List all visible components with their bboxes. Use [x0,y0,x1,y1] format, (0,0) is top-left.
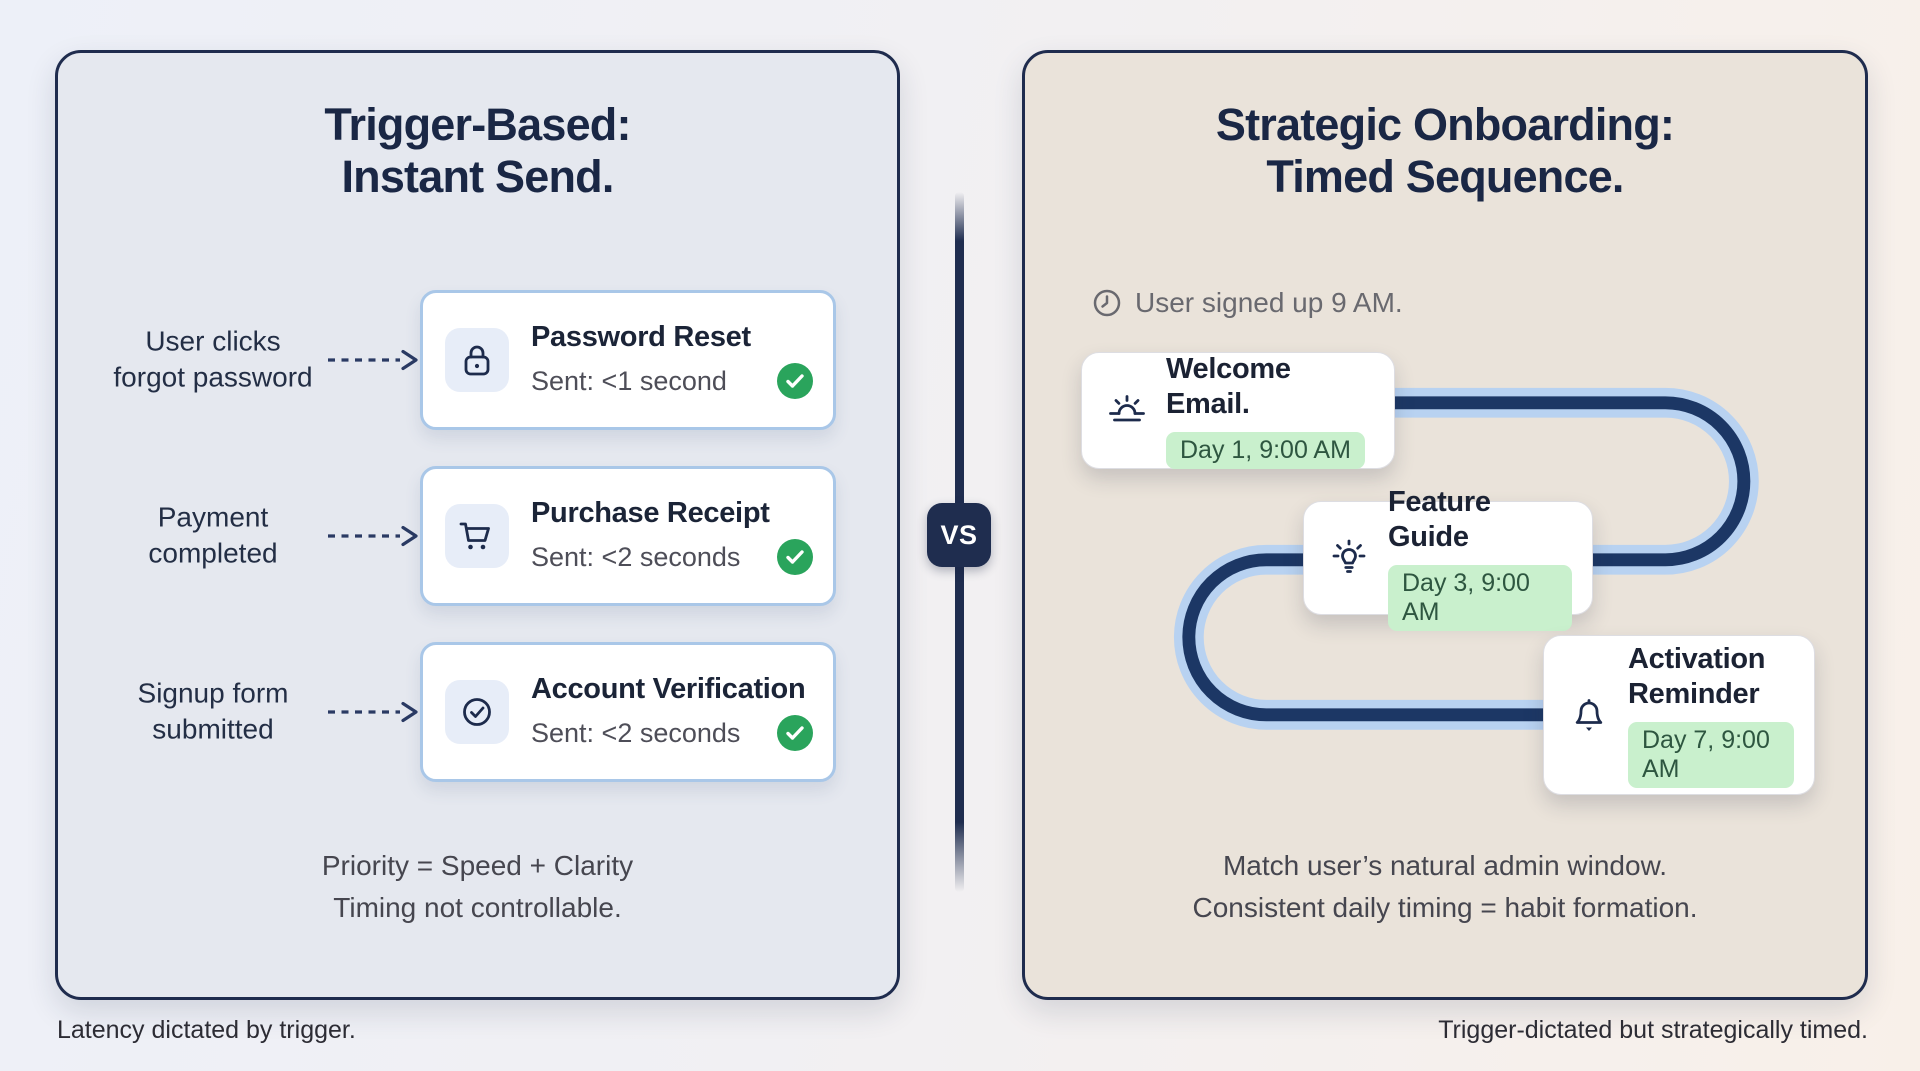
icon-tile [445,504,509,568]
trigger-label: Signup form submitted [137,677,289,745]
vs-badge: VS [927,503,991,567]
email-card-title: Password Reset [531,321,751,353]
email-card-account-verification: Account Verification Sent: <2 seconds [420,642,836,782]
email-card-password-reset: Password Reset Sent: <1 second [420,290,836,430]
trigger-based-panel: Trigger-Based: Instant Send. User clicks… [55,50,900,1000]
email-card-title: Account Verification [531,673,806,705]
step-title: Activation Reminder [1628,643,1766,710]
lightbulb-icon [1332,539,1366,573]
right-bottom-caption: Trigger-dictated but strategically timed… [1438,1016,1868,1044]
icon-tile [445,328,509,392]
bell-icon [1575,699,1603,731]
step-title: Feature Guide [1388,486,1491,553]
sent-time-label: Sent: <1 second [531,365,727,396]
right-panel-title: Strategic Onboarding: Timed Sequence. [1215,99,1675,203]
trigger-row-purchase-receipt: Payment completed Purchase Receipt Sent: [58,466,897,606]
email-card-body: Password Reset Sent: <1 second [531,321,813,399]
signup-note-text: User signed up 9 AM. [1135,287,1403,318]
step-schedule-badge: Day 3, 9:00 AM [1388,564,1572,631]
step-schedule-badge: Day 1, 9:00 AM [1166,431,1365,469]
step-card-body: Feature Guide Day 3, 9:00 AM [1388,485,1572,631]
email-card-body: Account Verification Sent: <2 seconds [531,673,813,751]
step-schedule-badge: Day 7, 9:00 AM [1628,721,1794,788]
step-card-welcome-email: Welcome Email. Day 1, 9:00 AM [1081,352,1395,469]
sent-time-label: Sent: <2 seconds [531,717,741,748]
verified-check-icon [463,698,491,726]
icon-tile [445,680,509,744]
shopping-cart-icon [459,522,490,550]
left-panel-footnote: Priority = Speed + Clarity Timing not co… [321,850,634,923]
email-card-status-row: Sent: <1 second [531,363,813,399]
left-bottom-caption: Latency dictated by trigger. [57,1016,356,1044]
right-panel-footnote: Match user’s natural admin window. Consi… [1192,850,1698,923]
dashed-arrow-icon [328,525,418,547]
step-title: Welcome Email. [1166,353,1291,420]
step-card-feature-guide: Feature Guide Day 3, 9:00 AM [1303,486,1593,631]
trigger-row-account-verification: Signup form submitted Account Verificati… [58,642,897,782]
left-panel-title: Trigger-Based: Instant Send. [324,99,631,203]
green-check-icon [777,363,813,399]
clock-icon [1093,289,1121,317]
trigger-row-password-reset: User clicks forgot password Password Res… [58,290,897,430]
email-card-body: Purchase Receipt Sent: <2 seconds [531,497,813,575]
sent-time-label: Sent: <2 seconds [531,541,741,572]
strategic-onboarding-panel: Strategic Onboarding: Timed Sequence. Us… [1022,50,1868,1000]
green-check-icon [777,715,813,751]
lock-icon [464,345,490,376]
dashed-arrow-icon [328,701,418,723]
email-card-title: Purchase Receipt [531,497,770,529]
trigger-label: User clicks forgot password [113,325,313,393]
email-card-status-row: Sent: <2 seconds [531,539,813,575]
step-card-body: Activation Reminder Day 7, 9:00 AM [1628,642,1794,788]
email-card-purchase-receipt: Purchase Receipt Sent: <2 seconds [420,466,836,606]
trigger-label: Payment completed [148,501,278,569]
email-card-status-row: Sent: <2 seconds [531,715,813,751]
step-card-activation-reminder: Activation Reminder Day 7, 9:00 AM [1543,635,1815,795]
step-card-body: Welcome Email. Day 1, 9:00 AM [1166,352,1374,469]
signup-note: User signed up 9 AM. [1091,287,1403,319]
green-check-icon [777,539,813,575]
dashed-arrow-icon [328,349,418,371]
sunrise-icon [1109,394,1145,421]
